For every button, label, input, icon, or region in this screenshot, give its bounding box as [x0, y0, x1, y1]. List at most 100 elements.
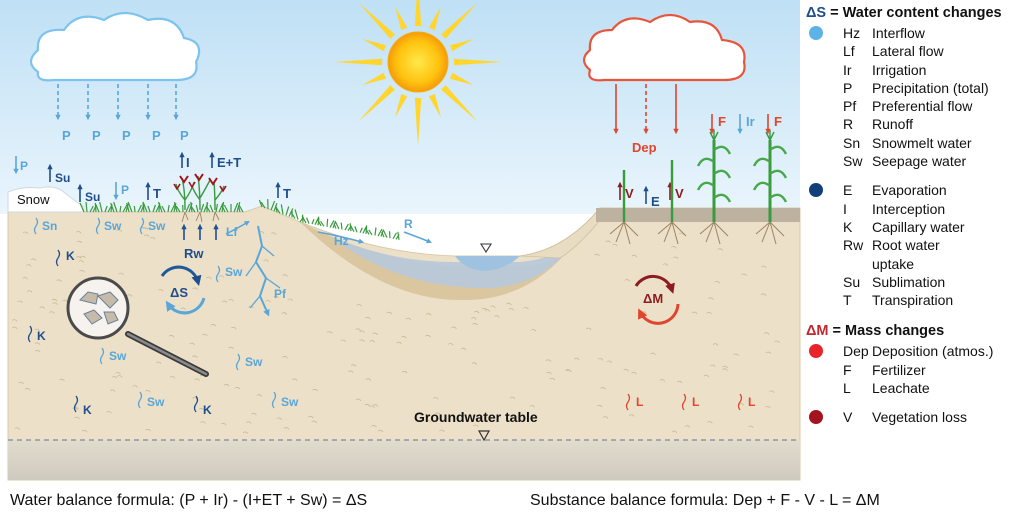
label-sw: Sw	[109, 349, 127, 363]
soil-mark	[356, 304, 362, 307]
label-sn: Sn	[42, 219, 57, 233]
soil-mark	[14, 427, 21, 430]
legend-mass-title: = Mass changes	[832, 323, 945, 340]
soil-mark	[549, 377, 556, 381]
legend-dot-icon	[809, 183, 823, 198]
sun-ray	[414, 97, 422, 146]
soil-mark	[765, 406, 771, 409]
label-p: P	[20, 159, 28, 173]
crop-roots	[609, 221, 785, 245]
sun	[334, 0, 502, 146]
label-sw: Sw	[225, 265, 243, 279]
corn-leaf	[769, 169, 788, 179]
label-k: K	[66, 249, 75, 263]
legend-abbr: Lf	[843, 43, 855, 60]
grass-blade	[349, 223, 352, 232]
groundwater-marker	[477, 430, 491, 442]
sun-ray	[414, 0, 422, 27]
legend-abbr: L	[843, 380, 851, 397]
grass-blade	[221, 205, 226, 213]
soil-mark	[282, 274, 288, 277]
soil-mark	[75, 256, 82, 259]
soil-mark	[111, 376, 118, 379]
grass-blade	[110, 202, 115, 213]
sun-ray	[441, 85, 478, 122]
groundwater-zone	[8, 440, 800, 480]
soil-mark	[396, 341, 402, 345]
soil-mark	[347, 370, 354, 373]
soil-mark	[79, 270, 85, 273]
legend-desc: Deposition (atmos.)	[872, 343, 994, 360]
legend-desc: Lateral flow	[872, 43, 944, 60]
soil-mark	[717, 248, 724, 251]
soil-mark	[143, 234, 150, 237]
label-ir: Ir	[746, 114, 755, 129]
soil-mark	[80, 255, 86, 259]
soil-mark	[710, 364, 716, 368]
soil-mark	[256, 394, 263, 397]
soil-mark	[447, 343, 454, 346]
legend-item: Lf Lateral flow	[806, 42, 1022, 60]
grass-blade	[205, 205, 211, 213]
soil-mark	[276, 417, 283, 420]
soil-mark	[628, 414, 635, 417]
soil-mark	[17, 300, 23, 304]
soil-mark	[573, 357, 580, 361]
sun-ray	[362, 72, 387, 85]
legend-abbr: I	[843, 200, 847, 217]
soil-mark	[149, 237, 156, 240]
legend-abbr: P	[843, 79, 853, 96]
soil-mark	[708, 297, 714, 300]
soil-mark	[472, 424, 479, 428]
delta-m-cycle	[634, 274, 680, 325]
grass-blade	[288, 208, 294, 217]
soil-mark	[210, 324, 217, 327]
soil-mark	[220, 422, 227, 426]
groundwater-table-label: Groundwater table	[414, 409, 538, 425]
soil-mark	[11, 326, 18, 330]
substance-balance-formula: Substance balance formula: Dep + F - V -…	[530, 492, 880, 509]
label-k: K	[203, 403, 212, 417]
soil-mark	[425, 313, 432, 316]
corn-leaf	[696, 181, 715, 191]
grass-blade	[285, 206, 290, 216]
legend-mass-heading: ΔM = Mass changes	[806, 320, 1022, 342]
legend-desc: Root water	[872, 237, 940, 254]
label-t: T	[283, 186, 291, 201]
corn-leaf	[769, 145, 788, 155]
soil-mark	[707, 421, 713, 424]
soil-mark	[157, 289, 164, 292]
legend-abbr: R	[843, 116, 854, 133]
grass-left	[79, 199, 400, 240]
soil-mark	[355, 398, 362, 402]
soil-mark	[283, 427, 290, 430]
soil-mark	[359, 330, 365, 334]
sun-ray	[395, 6, 408, 31]
corn-leaf	[713, 169, 732, 179]
legend-desc: Seepage water	[872, 153, 967, 170]
grass-blade	[314, 216, 320, 225]
label-su: Su	[55, 171, 70, 185]
soil-mark	[471, 362, 478, 365]
soil-mark	[81, 429, 88, 433]
grass-blade	[233, 202, 239, 213]
soil-mark	[484, 309, 491, 312]
soil-mark	[769, 390, 775, 393]
water-level-marker	[480, 243, 492, 254]
soil-mark	[192, 355, 198, 358]
label-p: P	[152, 128, 161, 143]
soil-mark	[470, 317, 477, 320]
soil-mark	[733, 353, 739, 357]
legend-desc: Evaporation	[872, 182, 947, 199]
soil-mark	[311, 420, 318, 424]
soil-mark	[425, 334, 431, 338]
plant-roots	[181, 211, 220, 223]
soil-mark	[671, 246, 677, 249]
